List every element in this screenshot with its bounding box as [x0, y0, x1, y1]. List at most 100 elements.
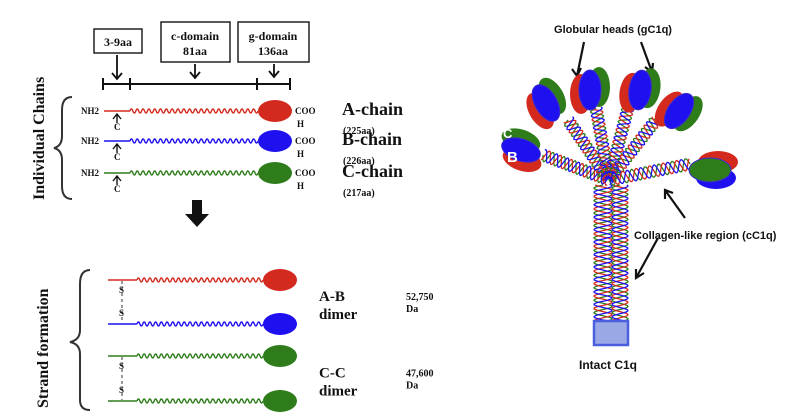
helix-strand: [607, 158, 690, 186]
triple-helix: [611, 184, 629, 323]
chain-rows: NH2CCOOHA-chain(225aa)NH2CCOOHB-chain(22…: [81, 99, 403, 199]
chain-name: A-chain: [342, 99, 403, 119]
n-terminus-label: NH2: [81, 168, 100, 178]
triple-helix: [563, 116, 614, 184]
globular-domain: [263, 313, 297, 335]
triple-helix: [540, 148, 612, 187]
globular-head: [654, 91, 703, 132]
c-terminus-label-h: H: [297, 181, 304, 191]
helix-strand: [590, 108, 615, 182]
globular-head: [570, 67, 610, 114]
strand-formation-label: Strand formation: [35, 288, 52, 408]
domain-box-globular-line2: 136aa: [258, 44, 288, 58]
c-terminus-label-h: H: [297, 119, 304, 129]
arrow-pointer-icon: [639, 41, 655, 74]
triple-helix: [593, 184, 613, 323]
arrow-pointer-icon: [663, 188, 686, 219]
head-subunit-b: [663, 92, 695, 130]
globular-head: [526, 77, 567, 130]
cleavage-arrow-icon: [112, 174, 122, 185]
head-subunit-b: [531, 84, 561, 122]
dimer-name: C-C: [319, 366, 346, 382]
domain-box-signal: 3-9aa: [93, 28, 143, 54]
domain-box-collagen-line1: c-domain: [171, 29, 219, 43]
transition-arrow-icon: [185, 200, 209, 227]
cleavage-arrow-icon: [112, 112, 122, 123]
cysteine-label: C: [114, 122, 121, 132]
individual-chains-brace: [53, 96, 73, 200]
collagen-helix: [136, 353, 264, 359]
sulfur-label: S: [119, 308, 124, 318]
sulfur-label: S: [119, 361, 124, 371]
cysteine-label: C: [114, 152, 121, 162]
globular-head: [501, 128, 542, 172]
head-letter-c: C: [503, 126, 513, 141]
dimer-mass: 52,750: [406, 292, 434, 303]
dimer-mass-unit: Da: [406, 381, 418, 392]
dimer-name-suffix: dimer: [319, 384, 358, 400]
helix-strand: [566, 116, 614, 181]
n-terminus-label: NH2: [81, 106, 100, 116]
individual-chains-label: Individual Chains: [31, 77, 48, 200]
arrow-down-icon: [111, 55, 123, 81]
c-terminus-label: COO: [295, 106, 316, 116]
intact-c1q-title: Intact C1q: [579, 358, 637, 372]
globular-heads: [501, 67, 738, 189]
strand-formation-brace: [69, 269, 91, 411]
domain-box-collagen-line2: 81aa: [183, 44, 207, 58]
arrow-pointer-icon: [634, 237, 659, 280]
collagen-helix: [136, 398, 264, 404]
helix-strand: [611, 184, 629, 323]
helix-strand: [563, 119, 611, 184]
collagen-helix: [136, 321, 264, 327]
globular-domain: [258, 100, 292, 122]
cysteine-label: C: [114, 184, 121, 194]
arrow-down-icon: [189, 64, 201, 80]
head-letter-b: B: [507, 149, 518, 166]
globular-domain: [263, 269, 297, 291]
sulfur-label: S: [119, 285, 124, 295]
arrow-pointer-icon: [571, 41, 586, 79]
sulfur-label: S: [119, 385, 124, 395]
chain-length: (217aa): [343, 188, 375, 199]
strand-formation-section: Strand formation SSA-Bdimer52,750DaSSC-C…: [35, 269, 434, 412]
chain-length: (225aa): [343, 126, 375, 137]
helix-strand: [593, 184, 613, 323]
chain-name: B-chain: [342, 129, 402, 149]
head-subunit-b: [628, 69, 652, 111]
helix-strand: [602, 106, 634, 180]
domain-box-collagen: c-domain 81aa: [160, 21, 231, 63]
globular-domain: [258, 130, 292, 152]
globular-heads-label: Globular heads (gC1q): [554, 24, 672, 36]
domain-scale-bar: [102, 78, 291, 90]
helix-strand: [593, 184, 613, 323]
dimer-mass-unit: Da: [406, 304, 418, 315]
domain-box-signal-label: 3-9aa: [104, 35, 132, 49]
c-terminus-label-h: H: [297, 149, 304, 159]
head-letters: C B A: [493, 126, 518, 182]
dimer-name-suffix: dimer: [319, 307, 358, 323]
n-terminus-label: NH2: [81, 136, 100, 146]
individual-chains-section: Individual Chains 3-9aa c-domain 81aa g-…: [31, 21, 403, 227]
dimer-mass: 47,600: [406, 369, 434, 380]
globular-head: [619, 68, 661, 113]
collagen-region-label: Collagen-like region (cC1q): [634, 230, 777, 242]
globular-head: [688, 151, 738, 189]
domain-box-globular: g-domain 136aa: [237, 21, 310, 63]
helix-strand: [542, 151, 610, 184]
collagen-helix: [129, 108, 259, 114]
c-terminus-label: COO: [295, 168, 316, 178]
domain-box-globular-line1: g-domain: [249, 29, 298, 43]
collagen-helix: [129, 138, 259, 144]
head-subunit-c: [688, 157, 732, 183]
helix-strand: [609, 158, 692, 186]
cleavage-arrow-icon: [112, 142, 122, 153]
globular-domain: [258, 162, 292, 184]
